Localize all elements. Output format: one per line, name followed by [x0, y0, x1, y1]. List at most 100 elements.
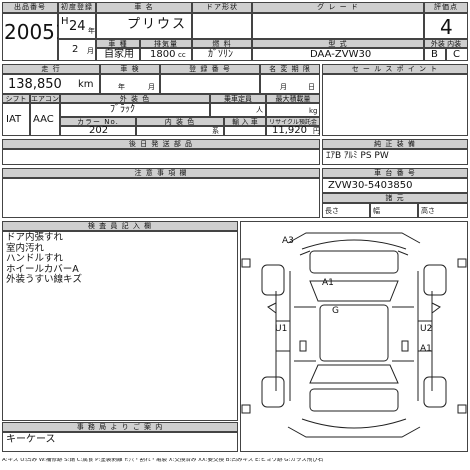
- mark-right-rear: A1: [420, 344, 432, 354]
- hood-panel: [309, 250, 399, 274]
- damage-legend: A:キズ U:凹み W:補修跡 S:錆 C:腐食 P:塗装剥離 Y:穴・割れ・亀…: [2, 458, 324, 463]
- chassis-header: 車 台 番 号: [322, 168, 468, 178]
- vehicle-type: 自家用: [104, 49, 134, 60]
- first-reg-month-cell: [58, 39, 96, 61]
- sales-point-header: セ ー ル ス ポ イ ン ト: [322, 64, 468, 74]
- car-name-cell: [96, 13, 192, 39]
- front-bumper-outline: [301, 239, 407, 250]
- wheel-rear-left: [261, 376, 285, 408]
- car-name: プリウス: [127, 17, 188, 32]
- wheel-front-left: [261, 264, 285, 296]
- inspection-header: 車 検: [100, 64, 160, 74]
- inspector-note: ドア内張すれ: [6, 232, 64, 243]
- reg-year: 24: [69, 19, 86, 34]
- grade-header: グ レ ー ド: [252, 2, 424, 13]
- wheel-front-right: [423, 264, 447, 296]
- notes-header: 注 意 事 項 欄: [2, 168, 320, 178]
- max-load-unit: kg: [309, 107, 318, 115]
- lot-number: 20051: [4, 20, 68, 44]
- mark-right-door: U2: [420, 324, 432, 334]
- length-cell: [322, 203, 370, 218]
- import-header: 輸 入 車: [224, 117, 266, 126]
- inspector-notes-list: ドア内張すれ 室内汚れ ハンドルすれ ホイールカバーA 外装うすい線キズ: [6, 232, 83, 286]
- first-reg-header: 初度登録: [58, 2, 96, 13]
- mark-left-door: U1: [275, 324, 287, 334]
- score-header: 評価点: [424, 2, 468, 13]
- name-change-cell: [260, 74, 320, 94]
- inspector-note: ホイールカバーA: [6, 263, 79, 275]
- length-label: 長さ: [325, 207, 339, 215]
- reg-no-header: 登 録 番 号: [160, 64, 260, 74]
- roof-panel: [319, 304, 389, 362]
- reg-year-unit: 年: [88, 27, 95, 35]
- mileage-cell: [2, 74, 100, 94]
- ext-color-header: 外 装 色: [60, 94, 210, 103]
- mark-roof: G: [332, 306, 339, 316]
- chassis-number: ZVW30-5403850: [328, 180, 413, 191]
- color-no: 202: [89, 125, 109, 136]
- capacity-header: 乗車定員: [210, 94, 266, 103]
- rear-bumper-outline: [301, 418, 407, 429]
- car-name-header: 車 名: [96, 2, 192, 13]
- name-change-day-unit: 日: [308, 83, 315, 91]
- windshield-outline: [309, 280, 399, 302]
- capacity-cell: [210, 103, 266, 117]
- height-cell: [418, 203, 468, 218]
- recycle-header: リサイクル預託金: [266, 117, 320, 126]
- width-label: 幅: [373, 207, 380, 215]
- displacement-header: 排気量: [140, 39, 192, 48]
- score-value: 4: [440, 15, 453, 39]
- shift-header: シフト: [2, 94, 30, 103]
- displacement-unit: cc: [178, 51, 186, 59]
- inspector-note: 外装うすい線キズ: [6, 274, 83, 285]
- reg-month-unit: 月: [87, 47, 94, 55]
- model: DAA-ZVW30: [310, 49, 372, 60]
- mark-front-bumper: A3: [282, 236, 294, 246]
- name-change-header: 名 変 期 限: [260, 64, 320, 74]
- notes-cell: [2, 178, 320, 218]
- reg-month: 2: [72, 44, 79, 55]
- color-no-cell: [60, 126, 136, 136]
- corner-box-rl: [241, 404, 251, 414]
- equipment: ｴｱB ｱﾙﾐ PS PW: [326, 151, 389, 161]
- corner-box-rr: [457, 404, 467, 414]
- ext-grade-cell: [424, 48, 446, 61]
- int-color-header: 内 装 色: [136, 117, 224, 126]
- width-cell: [370, 203, 418, 218]
- recycle-fee: 11,920: [272, 125, 307, 136]
- inspector-note: ハンドルすれ: [6, 253, 64, 264]
- door-header: ドア形状: [192, 2, 252, 13]
- aircon-header: エアコン: [30, 94, 60, 103]
- max-load-header: 最大積載量: [266, 94, 320, 103]
- car-damage-diagram: A3 A1 G U1 U2 A1: [241, 232, 467, 438]
- mileage: 138,850: [8, 77, 62, 92]
- recycle-cell: [266, 126, 320, 136]
- int-color-cell: [136, 126, 224, 136]
- height-label: 高さ: [421, 207, 435, 215]
- ext-color: ﾌﾞﾗｯｸ: [110, 104, 135, 115]
- office-cell: [2, 432, 238, 452]
- dimensions-header: 諸 元: [322, 193, 468, 203]
- era: H: [61, 16, 69, 27]
- vehicle-type-cell: [96, 48, 140, 61]
- lot-no-cell: [2, 13, 58, 61]
- mileage-unit: km: [78, 79, 94, 90]
- door-cell: [192, 13, 252, 39]
- damage-diagram-frame: [240, 221, 468, 452]
- office-note: キーケース: [6, 434, 56, 445]
- model-header: 型 式: [252, 39, 424, 48]
- inspection-year-unit: 年: [118, 83, 125, 91]
- after-parts-header: 後 日 発 送 部 品: [2, 139, 320, 149]
- fuel: ｶﾞｿﾘﾝ: [208, 49, 233, 60]
- rear-edge: [287, 426, 421, 438]
- after-parts-cell: [2, 149, 320, 165]
- mileage-header: 走 行: [2, 64, 100, 74]
- equipment-header: 純 正 装 備: [322, 139, 468, 149]
- vehicle-type-header: 車 種: [96, 39, 140, 48]
- trunk-panel: [309, 388, 399, 412]
- first-reg-year-cell: [58, 13, 96, 39]
- inspector-cell: [2, 231, 238, 421]
- inspector-note: 室内汚れ: [6, 242, 45, 254]
- score-cell: [424, 13, 468, 39]
- shift: IAT: [6, 114, 22, 125]
